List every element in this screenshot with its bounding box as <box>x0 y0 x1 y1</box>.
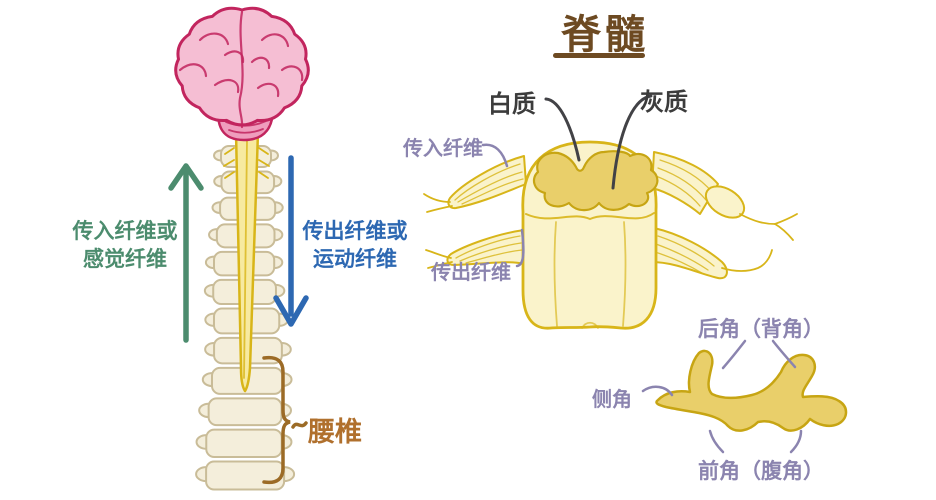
section-front-creases <box>553 221 627 329</box>
right-spinal-nerve-tips <box>739 213 798 241</box>
spinal-cord-shape <box>234 130 260 393</box>
descending-arrow <box>273 155 309 327</box>
gray-matter-butterfly <box>532 150 659 212</box>
spinal-cord-cross-section-illustration <box>423 140 798 330</box>
gray-matter-pointer <box>611 94 653 190</box>
nerve-rootlets <box>223 147 270 179</box>
gray-matter-label: 灰质 <box>640 89 688 116</box>
right-ventral-root-strand <box>721 249 773 272</box>
left-ventral-rootlet-tips <box>425 249 453 269</box>
anterior-horn-label: 前角（腹角） <box>698 460 824 483</box>
spinal-cord-inner-line <box>243 139 248 379</box>
lateral-horn-pointer <box>641 385 674 397</box>
left-ventral-root-fibers <box>455 235 523 264</box>
left-dorsal-rootlet-tips <box>423 193 453 213</box>
afferent-sensory-line2: 感觉纤维 <box>83 248 167 271</box>
gray-matter-detail-pointers <box>641 339 803 454</box>
section-shoulder-line <box>525 212 655 221</box>
white-matter-pointer <box>544 97 581 162</box>
afferent-fiber-label: 传入纤维 <box>403 138 483 160</box>
efferent-fiber-pointer <box>515 228 525 268</box>
afferent-sensory-label: 传入纤维或 感觉纤维 <box>50 218 200 274</box>
afferent-fiber-pointer <box>481 143 509 168</box>
vertebra <box>207 397 283 427</box>
lumbar-vertebrae-label: 腰椎 <box>308 417 362 447</box>
anterior-horn-pointer-left <box>708 429 725 454</box>
title-underline <box>553 53 645 58</box>
efferent-motor-label: 传出纤维或 运动纤维 <box>290 218 420 274</box>
posterior-horn-pointer-left <box>721 339 747 370</box>
right-ventral-root <box>651 227 728 280</box>
ascending-arrow <box>168 163 204 343</box>
efferent-motor-line2: 运动纤维 <box>313 248 397 271</box>
afferent-sensory-line1: 传入纤维或 <box>72 220 178 243</box>
brain-illustration <box>174 6 310 142</box>
posterior-horn-label: 后角（背角） <box>698 318 824 341</box>
lateral-horn-label: 侧角 <box>592 389 632 411</box>
gray-matter-detail-shape <box>655 349 848 432</box>
right-ventral-root-fibers <box>654 235 715 274</box>
page-title: 脊髓 <box>561 13 649 57</box>
left-dorsal-root-fibers <box>454 163 524 205</box>
efferent-motor-line1: 传出纤维或 <box>302 220 408 243</box>
posterior-horn-pointer-right <box>771 339 797 369</box>
spinal-column-illustration <box>195 130 296 491</box>
white-matter-label: 白质 <box>488 91 536 118</box>
vertebra <box>205 460 286 491</box>
anterior-horn-pointer-right <box>789 429 803 454</box>
efferent-fiber-label: 传出纤维 <box>431 262 511 284</box>
brain-gyri-lines <box>178 32 304 98</box>
lumbar-bracket <box>262 355 308 485</box>
vertebra <box>205 428 283 458</box>
dorsal-root-ganglion <box>704 185 746 219</box>
brain-midline <box>238 10 244 129</box>
